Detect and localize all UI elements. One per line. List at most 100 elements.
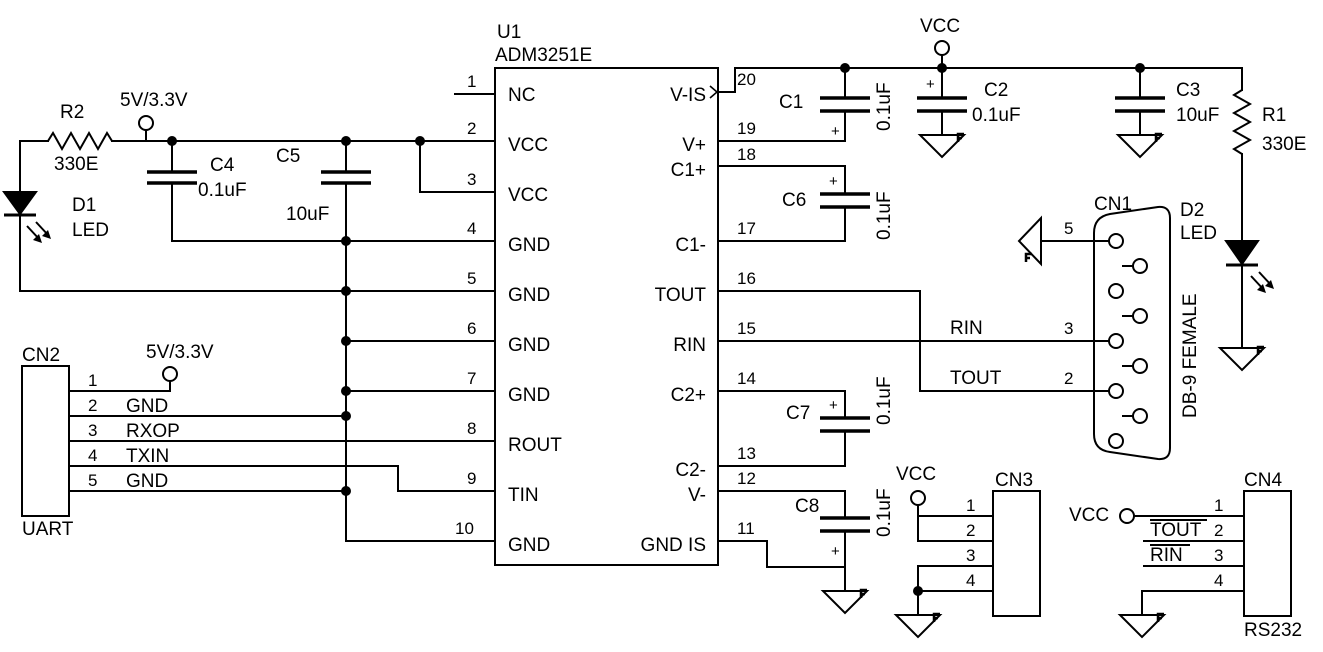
svg-text:VCC: VCC (1069, 505, 1109, 526)
svg-text:5V/3.3V: 5V/3.3V (146, 342, 214, 363)
svg-text:GND: GND (508, 235, 550, 256)
c7-capacitor: + C7 0.1uF (786, 376, 895, 467)
svg-text:2: 2 (88, 396, 97, 415)
svg-text:1: 1 (1214, 496, 1223, 515)
svg-text:0.1uF: 0.1uF (874, 488, 895, 537)
supply-terminal-icon (910, 490, 926, 506)
svg-text:0.1uF: 0.1uF (198, 180, 247, 201)
svg-text:5: 5 (88, 471, 97, 490)
supply-terminal-icon (162, 366, 178, 382)
svg-text:18: 18 (737, 145, 756, 164)
svg-text:RS232: RS232 (1244, 620, 1302, 641)
svg-text:0.1uF: 0.1uF (972, 105, 1021, 126)
svg-text:ROUT: ROUT (508, 435, 562, 456)
svg-text:330E: 330E (1262, 134, 1306, 155)
svg-text:10uF: 10uF (286, 204, 329, 225)
svg-text:GND IS: GND IS (641, 535, 706, 556)
svg-text:CN4: CN4 (1244, 470, 1282, 491)
ic-part-number: ADM3251E (495, 45, 592, 66)
svg-text:TOUT: TOUT (950, 368, 1002, 389)
svg-text:CN3: CN3 (995, 470, 1033, 491)
ic-pin-20: 20V-IS (670, 67, 756, 106)
svg-text:0.1uF: 0.1uF (874, 82, 895, 131)
svg-text:5: 5 (467, 269, 476, 288)
c3-capacitor: C3 10uF (1115, 67, 1219, 159)
svg-text:3: 3 (1064, 319, 1073, 338)
svg-text:8: 8 (467, 419, 476, 438)
svg-text:GND: GND (508, 535, 550, 556)
svg-text:RXOP: RXOP (126, 421, 180, 442)
svg-text:CN2: CN2 (22, 345, 60, 366)
svg-text:RIN: RIN (1150, 545, 1183, 566)
svg-text:14: 14 (737, 369, 756, 388)
svg-text:2: 2 (1064, 369, 1073, 388)
supply-terminal-icon (934, 40, 950, 56)
svg-text:+: + (829, 397, 838, 414)
svg-text:3: 3 (1214, 546, 1223, 565)
svg-text:13: 13 (737, 444, 756, 463)
d2-led: D2 LED (1180, 200, 1274, 372)
svg-text:+: + (831, 543, 840, 560)
svg-text:DB-9 FEMALE: DB-9 FEMALE (1180, 293, 1201, 418)
left-power-section: D1 LED R2 330E 5V/3.3V C4 0.1uF (2, 90, 456, 542)
u1-ic: U1 ADM3251E (494, 22, 719, 566)
svg-text:+: + (829, 173, 838, 190)
svg-text:C8: C8 (795, 496, 819, 517)
svg-text:0.1uF: 0.1uF (874, 191, 895, 240)
svg-text:RIN: RIN (950, 318, 983, 339)
ground-icon-cn1 (1017, 215, 1042, 267)
c5-capacitor: C5 10uF (276, 140, 371, 225)
ic-pin-1: 1NC (454, 72, 535, 106)
svg-text:10uF: 10uF (1176, 105, 1219, 126)
svg-text:3: 3 (467, 170, 476, 189)
svg-text:R2: R2 (60, 102, 84, 123)
svg-text:2: 2 (1214, 521, 1223, 540)
vcc-top-rail: VCC (734, 16, 1243, 73)
svg-text:20: 20 (737, 70, 756, 89)
svg-text:+: + (926, 76, 935, 93)
svg-text:GND: GND (508, 285, 550, 306)
svg-text:RIN: RIN (673, 335, 706, 356)
svg-text:VCC: VCC (896, 464, 936, 485)
svg-text:C1: C1 (779, 92, 803, 113)
c2-capacitor: + C2 0.1uF (917, 67, 1021, 159)
svg-text:TOUT: TOUT (655, 285, 707, 306)
cn1-db9-connector: CN1 DB-9 FEMALE 5 RIN 3 TOUT 2 (919, 194, 1201, 461)
svg-text:C2-: C2- (675, 460, 706, 481)
svg-text:TXIN: TXIN (126, 446, 169, 467)
svg-text:C7: C7 (786, 403, 810, 424)
c6-capacitor: + C6 0.1uF (782, 165, 895, 242)
supply-terminal-icon (1119, 508, 1135, 524)
svg-text:12: 12 (737, 469, 756, 488)
supply-terminal-icon (138, 115, 154, 131)
supply-left: 5V/3.3V (120, 90, 188, 142)
svg-text:6: 6 (467, 319, 476, 338)
c4-capacitor: C4 0.1uF (147, 140, 456, 242)
svg-text:C2: C2 (984, 80, 1008, 101)
svg-text:1: 1 (88, 371, 97, 390)
svg-text:VCC: VCC (508, 135, 548, 156)
svg-text:VCC: VCC (508, 185, 548, 206)
cn4-rs232-connector: CN4 RS232 VCC 1 2 TOUT 3 RIN 4 (1069, 470, 1302, 641)
ic-pin-19: 19V+ (682, 119, 846, 156)
svg-text:2: 2 (467, 119, 476, 138)
svg-text:C1+: C1+ (671, 160, 706, 181)
svg-text:10: 10 (455, 519, 474, 538)
c8-capacitor: + C8 0.1uF (766, 488, 895, 615)
svg-text:1: 1 (966, 496, 975, 515)
svg-text:LED: LED (1180, 223, 1217, 244)
r2-resistor: R2 330E (47, 102, 421, 175)
